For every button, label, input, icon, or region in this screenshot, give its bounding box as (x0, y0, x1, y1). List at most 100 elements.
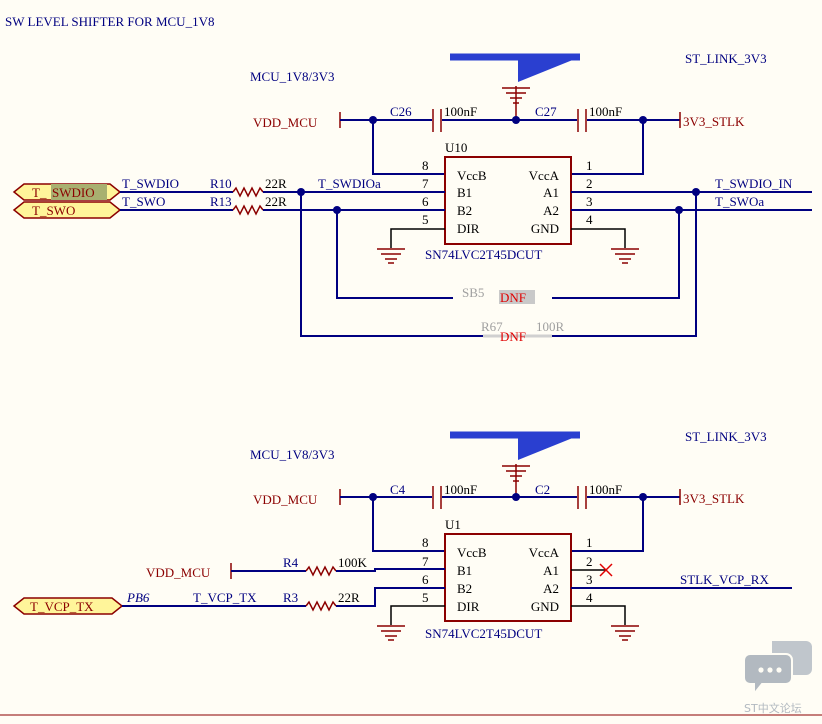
wire (336, 210, 453, 299)
r67-dnf: DNF (500, 329, 526, 344)
junction (333, 206, 341, 214)
net-t-swdio-in: T_SWDIO_IN (715, 176, 793, 191)
r13-value: 22R (265, 194, 287, 209)
r4-value: 100K (338, 555, 368, 570)
net-t-swo: T_SWO (122, 194, 165, 209)
c27-ref: C27 (535, 104, 557, 119)
u1-pin-dir: DIR (457, 599, 480, 614)
r3-value: 22R (338, 590, 360, 605)
wire (552, 192, 697, 337)
wire (336, 568, 445, 572)
u1-part: SN74LVC2T45DCUT (425, 626, 542, 641)
port-t-vcp-tx-label: T_VCP_TX (30, 599, 94, 614)
net-label-st-link-3v3: ST_LINK_3V3 (685, 51, 767, 66)
u1-pin-a2: A2 (543, 581, 559, 596)
r67-ref: R67 (481, 319, 503, 334)
schematic-title: SW LEVEL SHIFTER FOR MCU_1V8 (5, 14, 214, 29)
ic-u1 (444, 533, 572, 622)
ground-icon (377, 248, 405, 264)
r67-value: 100R (536, 319, 565, 334)
r10-ref: R10 (210, 176, 232, 191)
vdd-mcu-label: VDD_MCU (253, 115, 318, 130)
c26-ref: C26 (390, 104, 412, 119)
u1-pin-b1: B1 (457, 563, 472, 578)
resistor-r4 (305, 565, 337, 577)
sb5-dnf-bg (499, 290, 535, 304)
3v3-stlk-label: 3V3_STLK (683, 491, 745, 506)
3v3-stlk-label: 3V3_STLK (683, 114, 745, 129)
net-t-swoa: T_SWOa (715, 194, 764, 209)
junction (675, 206, 683, 214)
net-label-st-link-3v3: ST_LINK_3V3 (685, 429, 767, 444)
watermark-text: ST中文论坛 (744, 701, 802, 715)
wire (372, 497, 445, 552)
u1-pin-gnd: GND (531, 599, 559, 614)
wire (571, 228, 626, 248)
u1-pin-num: 5 (422, 590, 429, 605)
vdd-mcu-label: VDD_MCU (253, 492, 318, 507)
u10-pin-num: 2 (586, 176, 593, 191)
u10-pin-num: 5 (422, 212, 429, 227)
u1-pin-num: 3 (586, 572, 593, 587)
u10-pin-dir: DIR (457, 221, 480, 236)
u10-pin-num: 8 (422, 158, 429, 173)
resistor-r13 (232, 204, 264, 216)
c26-value: 100nF (444, 104, 477, 119)
sb5-dnf: DNF (500, 290, 526, 305)
c27-value: 100nF (589, 104, 622, 119)
r13-ref: R13 (210, 194, 232, 209)
resistor-r10 (232, 186, 264, 198)
net-t-swdio: T_SWDIO (122, 176, 179, 191)
net-t-swdioa: T_SWDIOa (318, 176, 381, 191)
u10-pin-num: 7 (422, 176, 429, 191)
power-flag-icon (450, 53, 580, 119)
wire (390, 605, 445, 625)
ground-icon (611, 248, 639, 264)
u1-ref: U1 (445, 517, 461, 532)
port-t-swo-label: T_SWO (32, 203, 75, 218)
junction (692, 188, 700, 196)
u1-pin-num: 7 (422, 554, 429, 569)
wire (390, 228, 445, 248)
top-section: MCU_1V8/3V3 ST_LINK_3V3 VDD_MCU C26 100n… (12, 51, 812, 344)
u10-pin-b1: B1 (457, 185, 472, 200)
u10-pin-vcca: VccA (529, 168, 560, 183)
net-label-mcu-1v8-3v3: MCU_1V8/3V3 (250, 447, 335, 462)
port-highlight (51, 184, 107, 200)
r4-ref: R4 (283, 555, 299, 570)
power-flag-icon (450, 431, 580, 497)
wire (572, 497, 644, 552)
u1-pin-a1: A1 (543, 563, 559, 578)
u1-pin-vcca: VccA (529, 545, 560, 560)
wire (372, 120, 445, 175)
junction (512, 493, 520, 501)
capacitor-c26 (432, 109, 442, 132)
u10-pin-num: 6 (422, 194, 429, 209)
c4-value: 100nF (444, 482, 477, 497)
u10-part: SN74LVC2T45DCUT (425, 247, 542, 262)
c2-ref: C2 (535, 482, 550, 497)
port-t-swdio-label: SWDIO (52, 185, 95, 200)
u10-pin-a2: A2 (543, 203, 559, 218)
u1-pin-num: 2 (586, 554, 593, 569)
ground-icon (377, 625, 405, 641)
junction (297, 188, 305, 196)
r3-ref: R3 (283, 590, 298, 605)
wire (552, 210, 680, 299)
resistor-r3 (305, 600, 337, 612)
capacitor-c2 (577, 486, 587, 509)
c2-value: 100nF (589, 482, 622, 497)
sb5-ref: SB5 (462, 285, 484, 300)
wire (336, 587, 445, 607)
bottom-section: MCU_1V8/3V3 ST_LINK_3V3 VDD_MCU C4 100nF… (12, 429, 792, 641)
u10-pin-gnd: GND (531, 221, 559, 236)
wire (300, 192, 483, 337)
no-connect-icon (599, 563, 613, 577)
wire (571, 605, 626, 625)
u1-pin-num: 8 (422, 535, 429, 550)
u10-pin-num: 4 (586, 212, 593, 227)
c4-ref: C4 (390, 482, 406, 497)
vdd-mcu-label: VDD_MCU (146, 565, 211, 580)
u1-pin-b2: B2 (457, 581, 472, 596)
